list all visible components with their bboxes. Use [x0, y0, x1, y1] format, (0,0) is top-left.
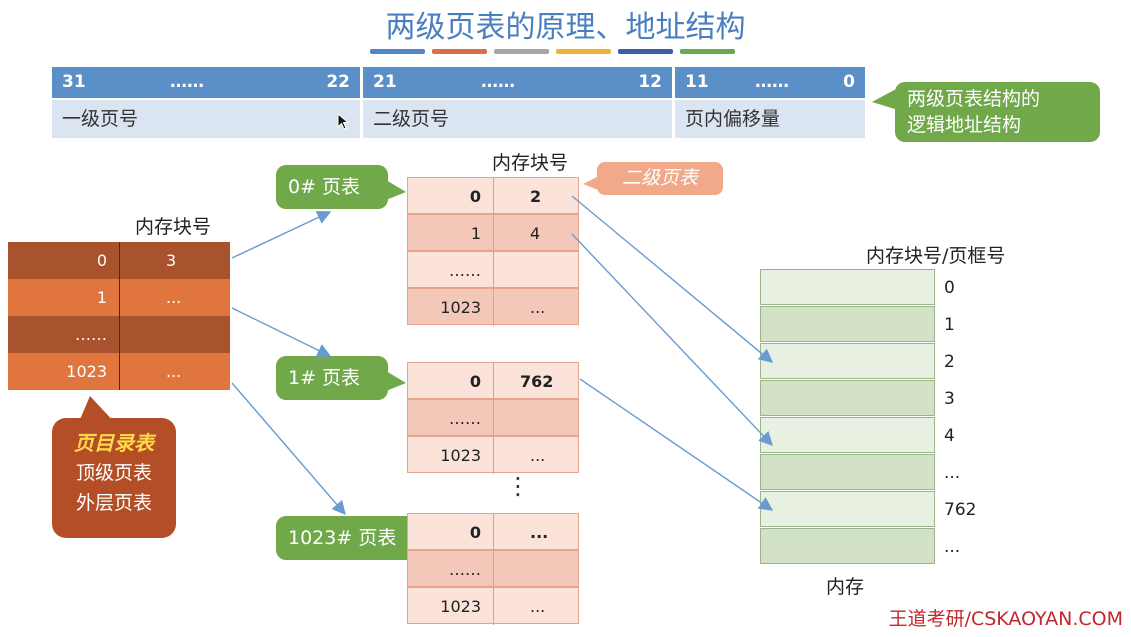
memory-frame [760, 343, 935, 379]
title-color-bar-4 [556, 49, 611, 54]
vertical-ellipsis: ⋮ [506, 472, 530, 500]
page-directory-header: 内存块号 [135, 216, 212, 238]
memory-frame [760, 306, 935, 342]
bit-range-offset: 11 …… 0 [675, 67, 865, 98]
memory-frame [760, 417, 935, 453]
memory-frame-number: 4 [944, 426, 955, 446]
memory-frame-number: ... [944, 537, 961, 557]
page-table-1-label: 1# 页表 [276, 356, 388, 400]
arrow-table1-entry0-to-frame762 [579, 378, 774, 511]
page-title: 两级页表的原理、地址结构 [385, 10, 746, 45]
memory-caption: 内存 [826, 576, 865, 598]
memory-frame [760, 380, 935, 416]
page-table-0-label-pointer [386, 180, 406, 200]
page-table-row: 1023... [407, 587, 579, 625]
arrow-dir0-to-table0 [231, 211, 332, 259]
memory-header: 内存块号/页框号 [866, 245, 1006, 267]
field-page-offset: 页内偏移量 [675, 100, 865, 138]
page-directory-row: …… [8, 316, 230, 353]
watermark: 王道考研/CSKAOYAN.COM [888, 608, 1123, 630]
memory-frame [760, 491, 935, 527]
memory-frame-number: 1 [944, 315, 955, 335]
arrow-dir1-to-table1 [231, 307, 332, 357]
address-structure-callout: 两级页表结构的 逻辑地址结构 [895, 82, 1100, 142]
field-level2-page-number: 二级页号 [363, 100, 672, 138]
page-table-1-label-pointer [386, 371, 406, 391]
memory-frame-number: 0 [944, 278, 955, 298]
page-table-row: 1023... [407, 288, 579, 326]
page-table-1023-label: 1023# 页表 [276, 516, 416, 560]
title-color-bar-2 [432, 49, 487, 54]
bit-range-level2: 21 …… 12 [363, 67, 672, 98]
page-directory-callout: 页目录表 顶级页表 外层页表 [52, 418, 176, 538]
memory-frame [760, 269, 935, 305]
second-level-page-table-tag: 二级页表 [597, 162, 723, 195]
arrow-table0-entry1-to-frame4 [571, 233, 773, 447]
title-color-bar-5 [618, 49, 673, 54]
field-level1-page-number: 一级页号 [52, 100, 360, 138]
page-directory-row: 1... [8, 279, 230, 316]
memory-frame [760, 454, 935, 490]
arrow-dir1023-to-table1023 [231, 382, 346, 516]
memory-frame-number: 762 [944, 500, 977, 520]
page-table-row: …… [407, 399, 579, 437]
page-table-row: …… [407, 550, 579, 588]
page-directory-row: 1023... [8, 353, 230, 390]
page-table-row: …… [407, 251, 579, 289]
arrow-table0-entry0-to-frame2 [571, 195, 774, 363]
page-table-row: 1023... [407, 436, 579, 474]
address-callout-pointer [872, 88, 898, 110]
title-color-bar-1 [370, 49, 425, 54]
page-table-header: 内存块号 [492, 152, 569, 174]
mouse-cursor-icon [337, 113, 349, 130]
memory-frame [760, 528, 935, 564]
page-table-row: 0... [407, 513, 579, 551]
memory-frame-number: 3 [944, 389, 955, 409]
memory-frame-number: 2 [944, 352, 955, 372]
memory-frame-number: ... [944, 463, 961, 483]
page-table-0-label: 0# 页表 [276, 165, 388, 209]
bit-range-level1: 31 …… 22 [52, 67, 360, 98]
page-directory-callout-pointer [78, 396, 116, 424]
title-color-bar-3 [494, 49, 549, 54]
title-color-bar-6 [680, 49, 735, 54]
